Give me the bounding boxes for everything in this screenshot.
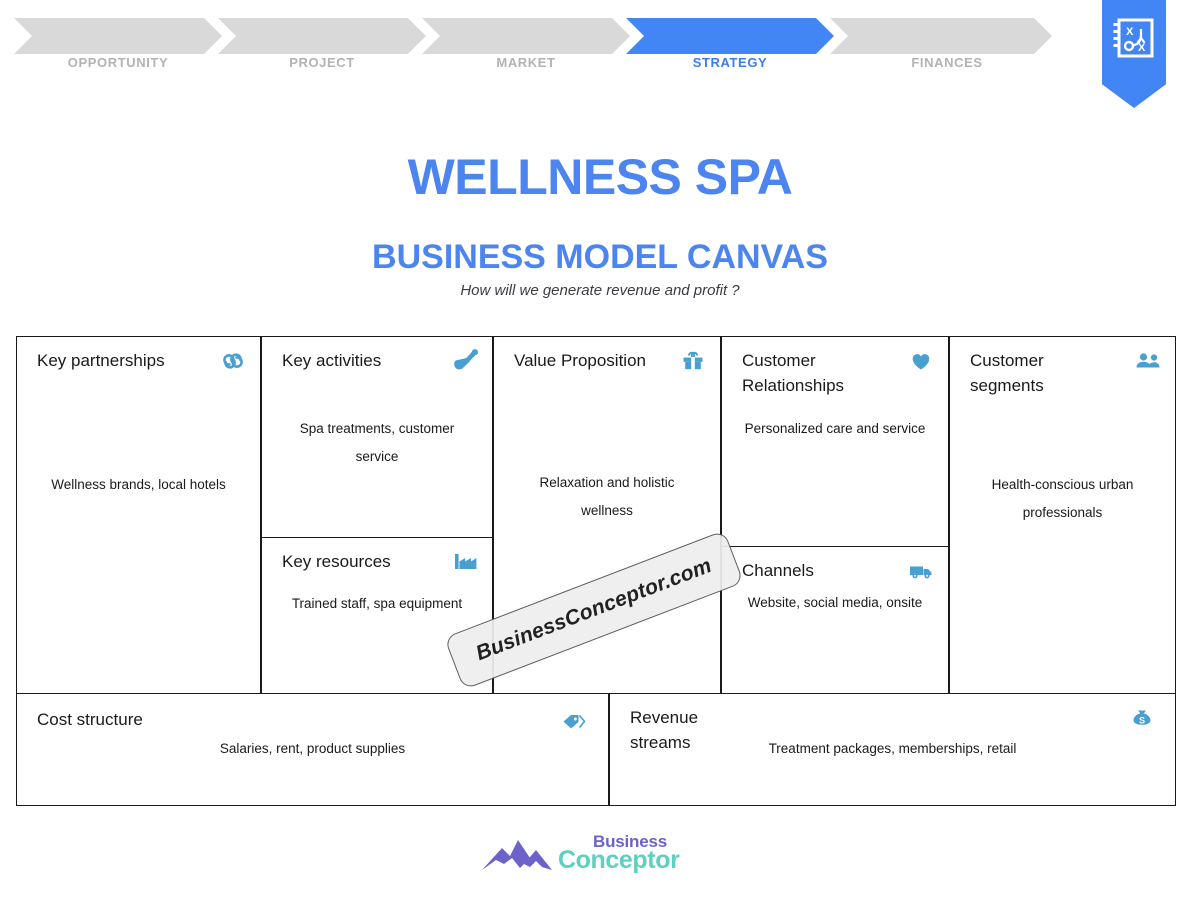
- nav-step-project[interactable]: [218, 18, 426, 54]
- page-title: WELLNESS SPA: [407, 149, 793, 205]
- logo-word-conceptor: Conceptor: [558, 846, 680, 874]
- cell-title-value-proposition: Value Proposition: [514, 351, 646, 370]
- stage-navigation: OPPORTUNITY PROJECT MARKET STRATEGY FINA…: [0, 0, 1200, 100]
- mountains-icon: [482, 840, 552, 870]
- cell-body-key-activities: Spa treatments, customer service: [299, 421, 455, 465]
- nav-step-label-strategy: STRATEGY: [692, 55, 768, 70]
- cell-customer-segments[interactable]: Customer segments Health-conscious urban…: [949, 336, 1176, 694]
- cell-body-customer-segments: Health-conscious urban professionals: [991, 477, 1134, 521]
- cell-title-channels: Channels: [742, 561, 814, 580]
- cell-body-revenue-streams: Treatment packages, memberships, retail: [768, 741, 1017, 756]
- chain-link-icon: [223, 353, 243, 369]
- nav-step-label-market: MARKET: [496, 55, 556, 70]
- cell-title-key-partnerships: Key partnerships: [37, 351, 165, 370]
- cell-revenue-streams[interactable]: Revenue streams S Treatment packages, me…: [609, 693, 1176, 806]
- heart-icon: [912, 354, 930, 370]
- page-question: How will we generate revenue and profit …: [460, 282, 740, 299]
- nav-step-strategy[interactable]: [626, 18, 834, 54]
- footer-logo: Business Conceptor: [480, 832, 720, 878]
- cell-key-partnerships[interactable]: Key partnerships Wellness brands, local …: [16, 336, 261, 694]
- page-subtitle: BUSINESS MODEL CANVAS: [372, 238, 828, 276]
- truck-icon: [910, 566, 932, 579]
- nav-step-label-finances: FINANCES: [911, 55, 983, 70]
- nav-step-label-opportunity: OPPORTUNITY: [67, 55, 169, 70]
- svg-text:X: X: [1138, 42, 1146, 54]
- cell-title-key-resources: Key resources: [282, 552, 391, 571]
- cell-cost-structure[interactable]: Cost structure Salaries, rent, product s…: [16, 693, 609, 806]
- factory-icon: [455, 554, 477, 569]
- cell-customer-relationships[interactable]: Customer Relationships Personalized care…: [721, 336, 949, 547]
- people-icon: [1136, 353, 1160, 368]
- cell-key-activities[interactable]: Key activities Spa treatments, customer …: [261, 336, 493, 538]
- footer-logo-text: Business Conceptor: [558, 832, 718, 878]
- cell-channels[interactable]: Channels Website, social media, onsite: [721, 546, 949, 694]
- cell-title-customer-segments: Customer segments: [970, 351, 1044, 395]
- cell-title-key-activities: Key activities: [282, 351, 382, 370]
- money-bag-icon: S: [1133, 710, 1151, 726]
- cell-title-customer-relationships: Customer Relationships: [742, 351, 845, 395]
- cell-title-cost-structure: Cost structure: [37, 710, 143, 729]
- cell-title-revenue-streams: Revenue streams: [630, 708, 699, 752]
- logo-word-business: Business: [593, 832, 667, 851]
- price-tag-icon: [563, 714, 586, 729]
- cell-body-customer-relationships: Personalized care and service: [744, 421, 926, 436]
- strategy-playbook-icon: X X: [1113, 18, 1154, 58]
- cell-body-value-proposition: Relaxation and holistic wellness: [539, 475, 675, 519]
- nav-step-finances[interactable]: [830, 18, 1052, 54]
- nav-step-opportunity[interactable]: [14, 18, 222, 54]
- cell-body-channels: Website, social media, onsite: [747, 595, 923, 610]
- cell-body-key-partnerships: Wellness brands, local hotels: [51, 477, 226, 492]
- strategy-banner: [1102, 0, 1166, 108]
- cell-body-cost-structure: Salaries, rent, product supplies: [219, 741, 406, 756]
- business-model-canvas: Key partnerships Wellness brands, local …: [16, 336, 1176, 806]
- shovel-icon: [454, 349, 478, 370]
- nav-step-market[interactable]: [422, 18, 630, 54]
- nav-step-label-project: PROJECT: [289, 55, 355, 70]
- cell-body-key-resources: Trained staff, spa equipment: [291, 596, 463, 611]
- svg-text:S: S: [1139, 716, 1145, 726]
- cell-key-resources[interactable]: Key resources Trained staff, spa equipme…: [261, 537, 493, 694]
- svg-text:X: X: [1126, 26, 1134, 38]
- gift-icon: [683, 351, 703, 370]
